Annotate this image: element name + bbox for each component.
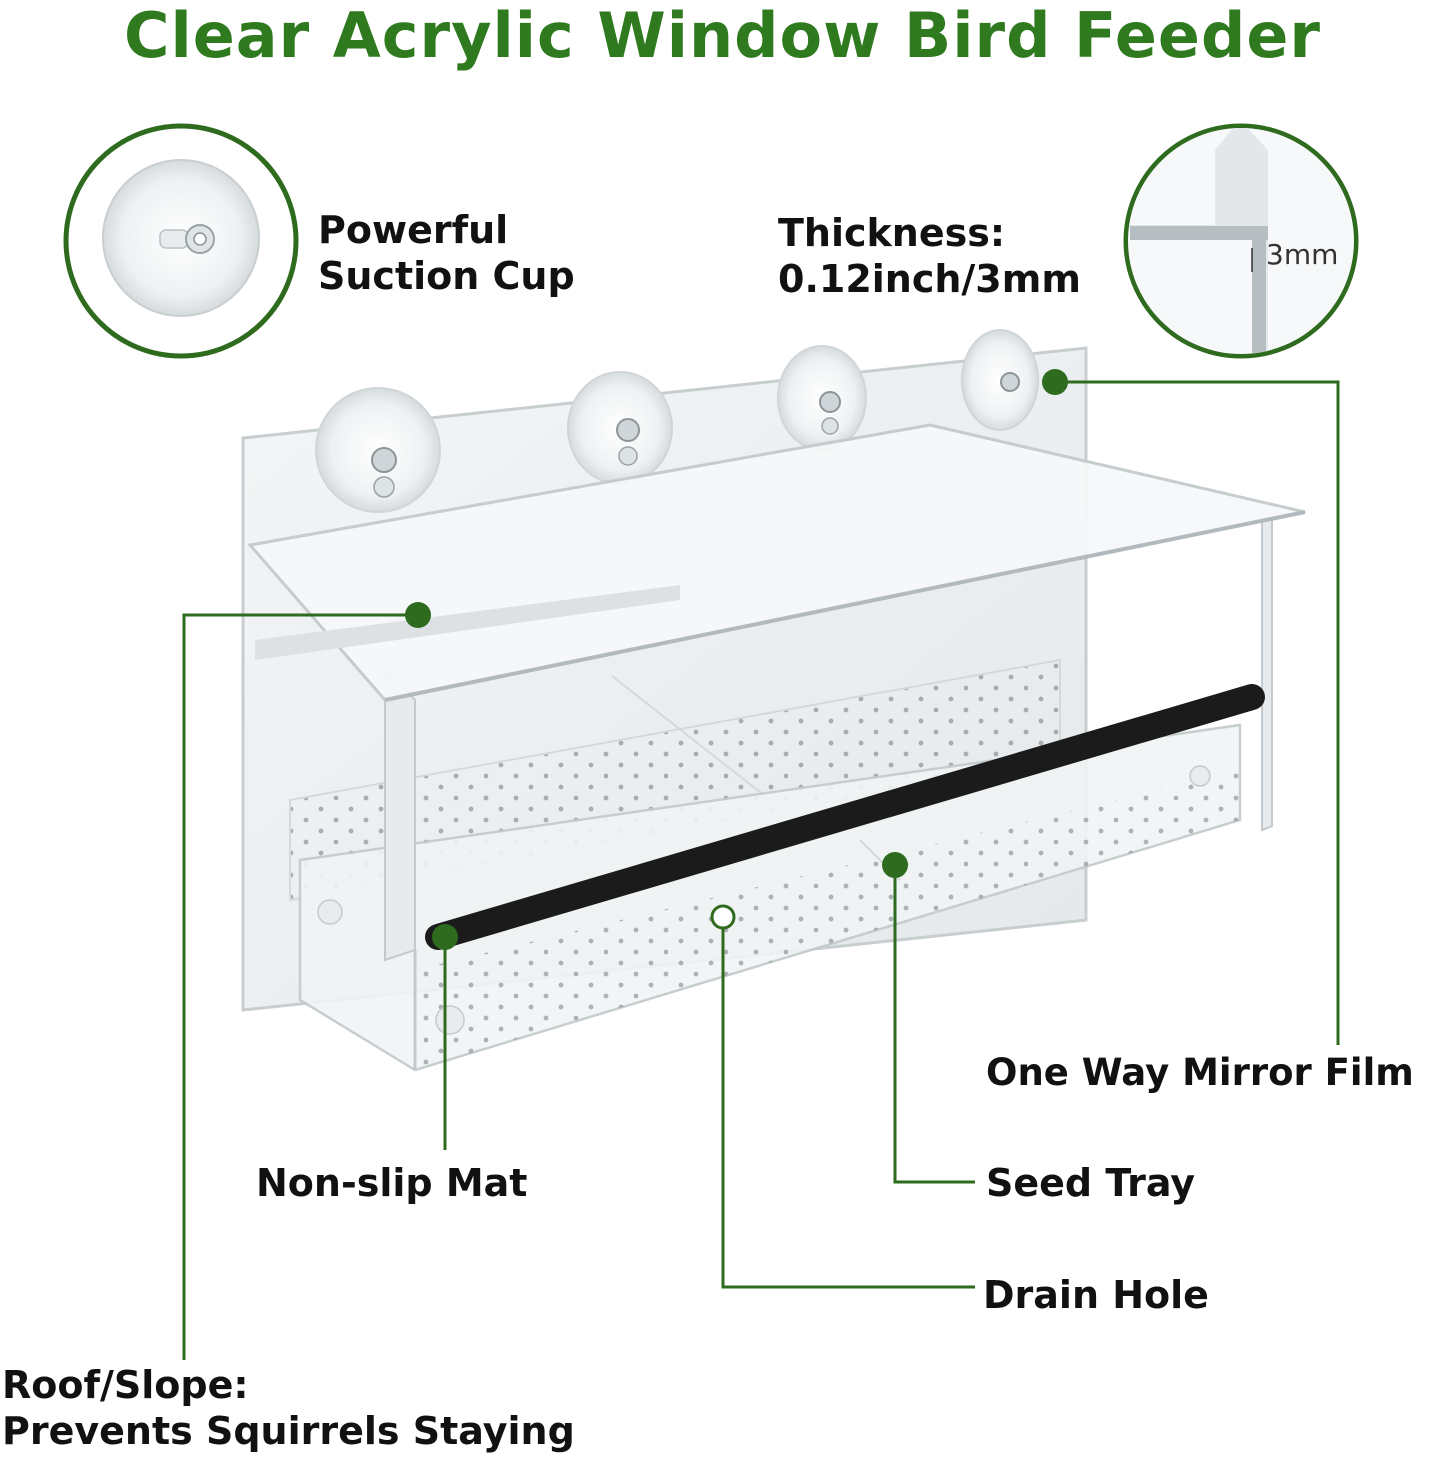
suction-cup-label: Powerful Suction Cup bbox=[318, 207, 575, 299]
roof-label-line1: Roof/Slope: bbox=[2, 1363, 249, 1407]
seed-tray-label: Seed Tray bbox=[986, 1161, 1196, 1205]
perch-bar bbox=[425, 684, 1265, 950]
roof-label: Roof/Slope: Prevents Squirrels Staying bbox=[2, 1362, 575, 1454]
page-title: Clear Acrylic Window Bird Feeder bbox=[124, 0, 1321, 72]
drain-hole-label: Drain Hole bbox=[983, 1273, 1209, 1317]
thickness-detail bbox=[1123, 123, 1359, 359]
suction-cup-label-line2: Suction Cup bbox=[318, 254, 575, 298]
panel-suction-cups bbox=[315, 329, 1039, 513]
one-way-mirror-label: One Way Mirror Film bbox=[986, 1051, 1414, 1094]
drain-hole-marker bbox=[710, 904, 736, 930]
roof-label-line2: Prevents Squirrels Staying bbox=[2, 1409, 575, 1453]
suction-cup-detail bbox=[63, 123, 299, 359]
thickness-label-line1: Thickness: bbox=[778, 211, 1006, 255]
thickness-detail-label: 3mm bbox=[1266, 238, 1339, 271]
callout-lines bbox=[182, 380, 1340, 1360]
suction-cup-label-line1: Powerful bbox=[318, 208, 509, 252]
non-slip-mat-label: Non-slip Mat bbox=[256, 1161, 528, 1205]
thickness-label-line2: 0.12inch/3mm bbox=[778, 257, 1081, 301]
callout-dots bbox=[405, 369, 1068, 950]
thickness-label: Thickness: 0.12inch/3mm bbox=[778, 210, 1081, 302]
